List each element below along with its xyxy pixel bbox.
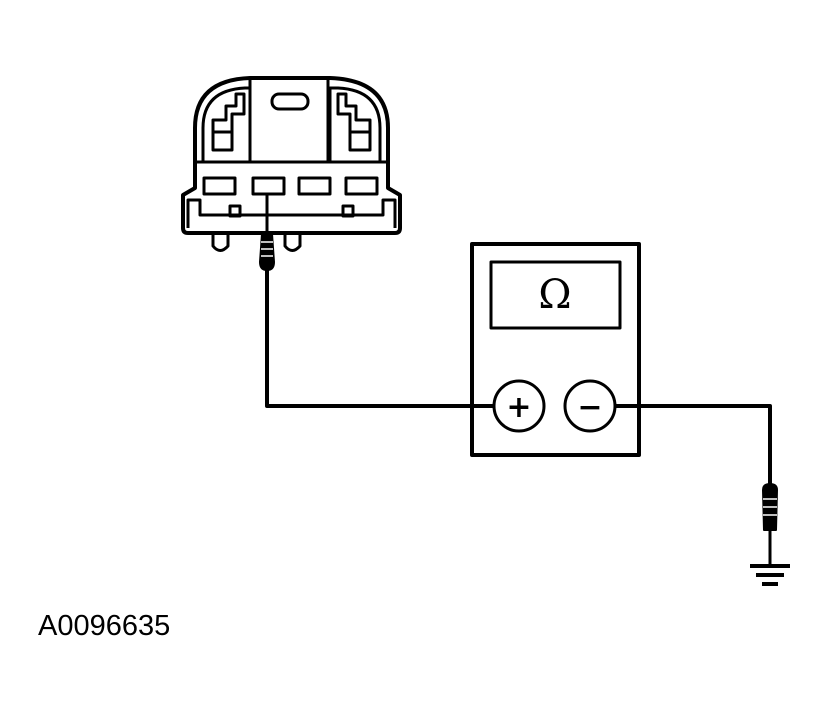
negative-lead-wire	[615, 404, 772, 490]
probe-icon	[762, 483, 778, 565]
positive-terminal-label: +	[506, 390, 531, 425]
meter-display-symbol: Ω	[538, 272, 571, 318]
ohmmeter-icon	[470, 242, 641, 457]
figure-id-label: A0096635	[38, 610, 171, 642]
connector-icon	[181, 76, 402, 252]
negative-terminal-label: −	[577, 390, 602, 425]
positive-lead-wire	[265, 270, 494, 408]
ground-icon	[750, 564, 790, 586]
